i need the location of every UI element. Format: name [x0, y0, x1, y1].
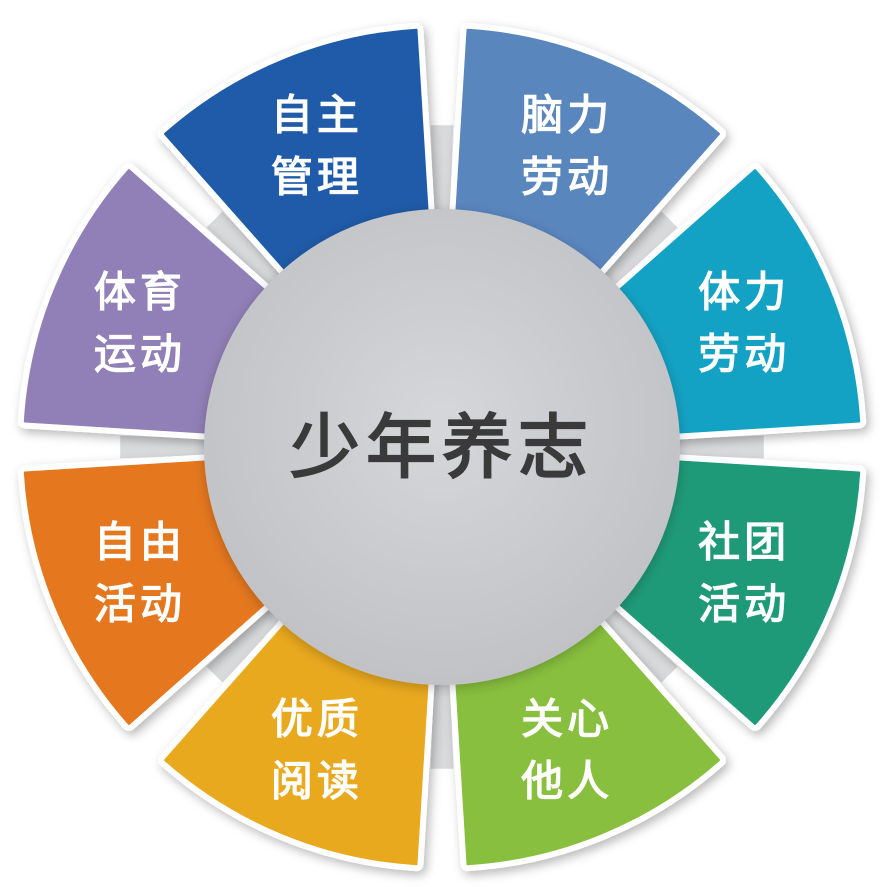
segment-label-line1: 关心	[521, 695, 613, 744]
center-layer: 少年养志	[204, 209, 680, 685]
center-circle	[204, 209, 680, 685]
segment-label-line2: 管理	[271, 152, 363, 201]
segment-label-line1: 社团	[698, 518, 790, 567]
segment-label-line1: 脑力	[521, 90, 613, 139]
segment-label-line2: 他人	[520, 757, 613, 806]
segment-label-line2: 运动	[94, 329, 186, 378]
segment-label-line2: 活动	[698, 580, 790, 629]
center-title: 少年养志	[290, 406, 594, 489]
segment-label-line1: 体育	[94, 267, 186, 316]
segment-label-line1: 优质	[271, 695, 363, 744]
segment-label-line2: 阅读	[271, 757, 363, 806]
segment-label-line1: 体力	[698, 267, 790, 316]
segment-label-line1: 自由	[94, 518, 186, 567]
segment-label-line1: 自主	[271, 90, 363, 139]
segment-label-line2: 活动	[94, 580, 186, 629]
segment-label-line2: 劳动	[698, 329, 790, 378]
segment-label-line2: 劳动	[521, 152, 613, 201]
